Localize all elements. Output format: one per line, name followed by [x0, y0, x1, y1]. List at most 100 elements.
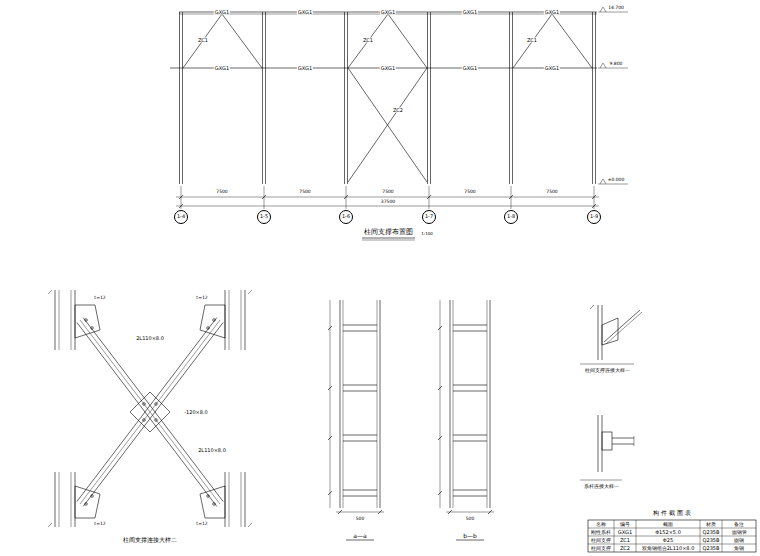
- table-cell: 圆钢: [733, 538, 745, 543]
- elevation-columns: [180, 12, 596, 184]
- section-b-b-part: [453, 391, 487, 392]
- tie-rod-connection-detail: [580, 415, 634, 480]
- dimension-lines-part: [262, 195, 266, 199]
- bracing-members-part: [348, 68, 427, 182]
- member-label: GXG1: [462, 66, 478, 71]
- elevation-value: ±0.000: [607, 178, 626, 183]
- drawing-title: 柱间支撑布置图: [363, 229, 414, 236]
- elevation-marks: [598, 7, 628, 184]
- section-table-grid-part: [588, 544, 756, 545]
- plate-label: -120×8.0: [183, 410, 209, 415]
- double-angle-braces-part: [83, 318, 223, 502]
- detail-column-stubs-part: [241, 290, 242, 350]
- dimension-lines-part: [509, 195, 513, 199]
- tie-rod-connection-detail-part: [602, 432, 612, 450]
- tie-rod-connection-detail-part: [612, 444, 634, 445]
- section-a-a-part: [328, 326, 332, 330]
- section-b-b-part: [453, 441, 487, 442]
- section-a-a-part: [343, 490, 377, 491]
- section-table-grid-part: [636, 520, 637, 552]
- bracing-members-part: [513, 14, 592, 68]
- member-label: GXG1: [380, 10, 396, 15]
- bracing-members-part: [348, 14, 427, 68]
- detail-column-stubs: [48, 290, 252, 527]
- section-a-a-part: [343, 496, 377, 497]
- member-label: GXG1: [297, 66, 313, 71]
- detail-column-stubs-part: [245, 290, 246, 350]
- bolts: [85, 319, 216, 506]
- elevation-columns-part: [427, 12, 428, 184]
- axis-number: 1-8: [507, 214, 515, 219]
- detail-column-stubs-part: [229, 290, 230, 350]
- elevation-marks-part: [600, 63, 606, 68]
- section-table-grid-part: [722, 520, 723, 552]
- table-cell: Q235B: [702, 538, 721, 543]
- section-a-a-part: [343, 385, 377, 386]
- detail-column-stubs-part: [248, 523, 252, 527]
- section-b-b-part: [453, 385, 487, 386]
- section-b-b-part: [453, 331, 487, 332]
- bracing-connection-detail-part: [598, 305, 599, 360]
- section-a-a-part: [343, 441, 377, 442]
- table-cell: 柱间支撑: [590, 546, 612, 551]
- plate-label: t=12: [93, 522, 106, 527]
- axis-number: 1-5: [260, 214, 268, 219]
- title-underline-part: [362, 238, 415, 239]
- dimension-value: 500: [465, 517, 476, 522]
- table-cell: Q235B: [702, 546, 721, 551]
- table-cell: 刚性系杆: [590, 530, 612, 535]
- dimension-lines-part: [179, 195, 183, 199]
- detail-title: 系杆连接大样一: [583, 484, 620, 489]
- bolts-part: [91, 495, 94, 498]
- detail-column-stubs-part: [71, 290, 72, 350]
- tie-rod-connection-detail-part: [580, 480, 622, 481]
- member-label: GXG1: [544, 66, 560, 71]
- bolts-part: [143, 419, 146, 422]
- double-angle-braces: [77, 318, 223, 507]
- section-table-grid: [588, 520, 756, 552]
- section-table-grid-part: [614, 520, 615, 552]
- elevation-columns-part: [430, 12, 431, 184]
- elevation-marks-part: [598, 184, 628, 185]
- axis-number: 1-4: [177, 214, 185, 219]
- grid-axis-bubble: 1-4: [174, 210, 188, 224]
- bracing-members: [183, 14, 592, 182]
- elevation-columns-part: [344, 12, 345, 184]
- section-table-grid-part: [588, 536, 756, 537]
- section-b-b-part: [453, 435, 487, 436]
- section-table-grid-part: [588, 520, 756, 552]
- section-b-b-part: [453, 490, 487, 491]
- elevation-columns-part: [592, 12, 593, 184]
- table-header: 备注: [733, 522, 745, 527]
- detail-title: 柱间支撑连接大样二: [122, 537, 178, 543]
- section-title: a—a: [352, 533, 367, 539]
- bolts-part: [91, 327, 94, 330]
- section-a-a-part: [330, 300, 331, 508]
- section-b-b-part: [438, 436, 442, 440]
- bracing-members-part: [348, 68, 427, 182]
- section-b-b-part: [440, 300, 441, 508]
- table-cell: Φ25: [662, 538, 674, 543]
- table-cell: ZC2: [619, 546, 631, 551]
- section-a-a-part: [328, 491, 332, 495]
- section-a-a-part: [346, 540, 374, 541]
- dimension-value: 37500: [380, 199, 396, 204]
- elevation-columns-part: [265, 12, 266, 184]
- section-table-grid-part: [700, 520, 701, 552]
- section-a-a: [328, 300, 384, 540]
- bracing-connection-detail-part: [590, 305, 594, 309]
- section-a-a-part: [343, 325, 377, 326]
- elevation-columns-part: [347, 12, 348, 184]
- gusset-plates-part: [200, 305, 225, 338]
- elevation-value: 9.800: [609, 62, 624, 67]
- detail-column-stubs-part: [48, 523, 52, 527]
- double-angle-braces-part: [77, 318, 217, 502]
- bolts-part: [207, 495, 210, 498]
- member-label: 2L110×8.0: [197, 448, 227, 453]
- member-label: GXG1: [214, 66, 230, 71]
- member-label: GXG1: [297, 10, 313, 15]
- gusset-plates-part: [200, 486, 225, 518]
- elevation-marks-part: [600, 179, 606, 184]
- bracing-members-part: [183, 14, 262, 68]
